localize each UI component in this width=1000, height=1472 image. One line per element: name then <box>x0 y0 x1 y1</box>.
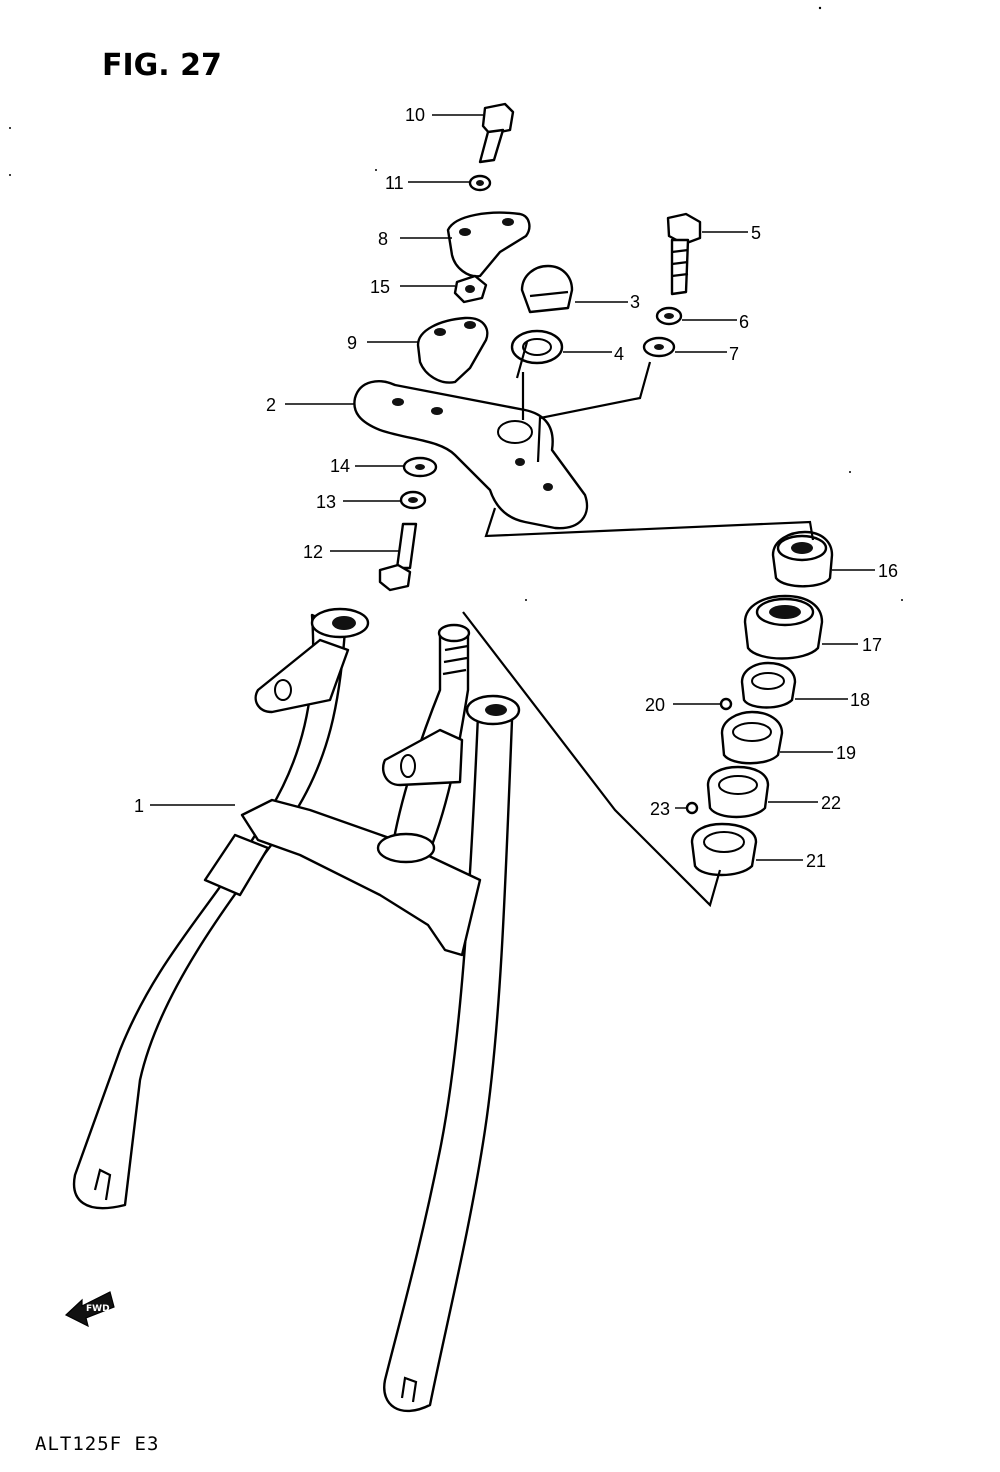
callout-12: 12 <box>303 542 323 562</box>
callout-5: 5 <box>751 223 761 243</box>
bearing-race-19 <box>720 710 784 765</box>
assembly-guide-lines <box>462 341 815 908</box>
steering-frame <box>72 607 521 1413</box>
callout-14: 14 <box>330 456 350 476</box>
steering-stem-nut-16 <box>771 530 834 588</box>
steel-ball-23 <box>685 801 699 815</box>
lock-washer-13 <box>399 490 427 510</box>
callout-2: 2 <box>266 395 276 415</box>
callout-1: 1 <box>134 796 144 816</box>
model-code: ALT125F E3 <box>35 1433 160 1455</box>
callout-22: 22 <box>821 793 841 813</box>
scan-specks <box>9 6 903 601</box>
steel-ball-20 <box>719 697 733 711</box>
lock-washer-6 <box>655 306 683 326</box>
fwd-label: FWD <box>86 1304 110 1314</box>
figure-title: FIG. 27 <box>102 48 222 83</box>
callout-numbers: 1 2 3 4 5 6 7 8 9 10 11 12 13 14 15 16 1… <box>134 105 898 871</box>
lower-handlebar-clamp <box>416 316 489 384</box>
bolt-10 <box>478 102 515 164</box>
callout-17: 17 <box>862 635 882 655</box>
bearing-race-22 <box>706 765 770 819</box>
callout-19: 19 <box>836 743 856 763</box>
callout-13: 13 <box>316 492 336 512</box>
bearing-race-18 <box>740 661 797 709</box>
washer-14 <box>402 456 438 478</box>
callout-23: 23 <box>650 799 670 819</box>
bearing-cover-17 <box>743 594 824 660</box>
dust-seal-21 <box>690 822 758 877</box>
callout-16: 16 <box>878 561 898 581</box>
washer-4 <box>510 329 564 365</box>
callout-20: 20 <box>645 695 665 715</box>
callout-4: 4 <box>614 344 624 364</box>
callout-15: 15 <box>370 277 390 297</box>
callout-11: 11 <box>385 173 404 193</box>
callout-6: 6 <box>739 312 749 332</box>
callout-9: 9 <box>347 333 357 353</box>
callout-18: 18 <box>850 690 870 710</box>
callout-leaders <box>150 114 875 861</box>
bolt-5 <box>666 212 702 296</box>
cap-nut-3 <box>520 264 574 314</box>
callout-10: 10 <box>405 105 425 125</box>
nut-15 <box>453 274 488 304</box>
callout-7: 7 <box>729 344 739 364</box>
washer-7 <box>642 336 676 358</box>
steering-top-bracket <box>353 380 589 530</box>
callout-21: 21 <box>806 851 826 871</box>
upper-handlebar-clamp <box>446 211 531 278</box>
callout-8: 8 <box>378 229 388 249</box>
fwd-arrow-icon: FWD <box>64 1291 115 1328</box>
washer-11 <box>468 174 492 192</box>
callout-3: 3 <box>630 292 640 312</box>
bolt-12 <box>378 522 418 592</box>
